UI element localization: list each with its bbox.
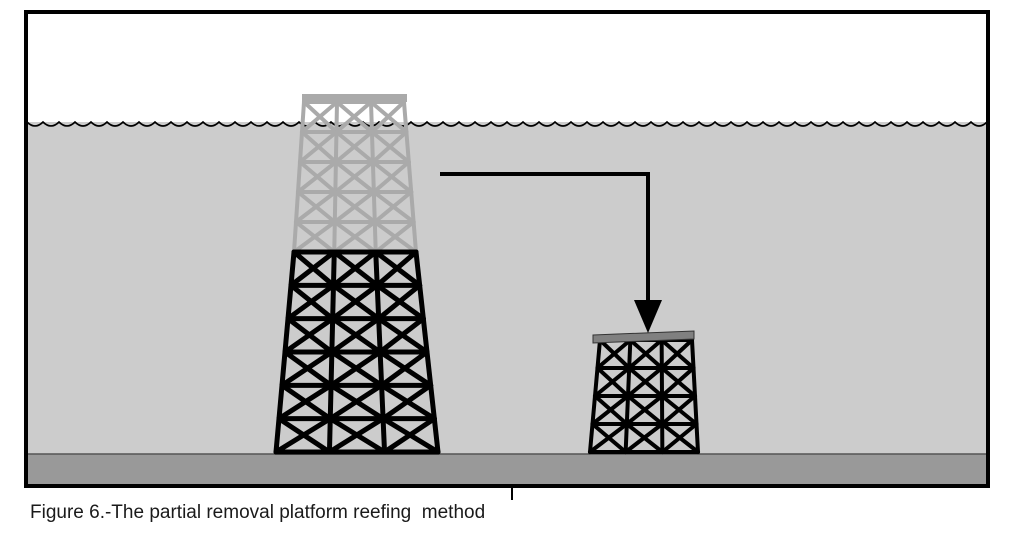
tower-leg (292, 100, 306, 254)
tower-brace-diagonal (377, 316, 426, 355)
tower-brace-diagonal (623, 422, 665, 454)
tower-brace-diagonal (624, 394, 664, 426)
tower-brace-diagonal (300, 100, 339, 134)
platform-deck (302, 94, 407, 102)
tower-leg (369, 100, 378, 254)
tower-brace-diagonal (369, 100, 406, 134)
tower-brace-diagonal (595, 338, 633, 370)
transfer-arrow-head (634, 300, 662, 333)
tower-brace-diagonal (273, 416, 333, 455)
tower-brace-diagonal (660, 366, 696, 398)
tower-brace-diagonal (374, 249, 419, 288)
tower-brace-diagonal (590, 394, 630, 426)
tower-brace-diagonal (329, 316, 382, 355)
tower-leg (402, 100, 418, 254)
tower-brace-diagonal (334, 100, 373, 134)
tower-brace-diagonal (328, 349, 383, 388)
tower-brace-diagonal (330, 249, 379, 288)
tower-brace-diagonal (292, 220, 337, 254)
tower-brace-diagonal (379, 349, 430, 388)
tower-brace-diagonal (626, 366, 664, 398)
tower-brace-diagonal (276, 382, 334, 422)
tower-brace-diagonal (326, 416, 386, 455)
tower-brace-diagonal (593, 366, 632, 398)
tower-brace-diagonal (282, 316, 336, 355)
tower-brace-diagonal (279, 349, 335, 388)
tower-brace-diagonal (370, 130, 409, 164)
tower-brace-diagonal (376, 282, 423, 322)
remaining-jacket-section (273, 249, 441, 455)
frame-border (24, 10, 990, 488)
tower-brace-diagonal (373, 220, 416, 254)
transfer-arrow-line (440, 172, 650, 302)
tower-brace-diagonal (372, 190, 414, 224)
water (27, 122, 987, 454)
sea-surface-waves (26, 120, 988, 127)
tower-brace-diagonal (659, 338, 694, 370)
figure-caption: Figure 6.-The partial removal platform r… (30, 502, 486, 523)
tower-brace-diagonal (588, 422, 629, 454)
tower-brace-diagonal (333, 130, 374, 164)
tower-brace-diagonal (332, 220, 377, 254)
tower-brace-diagonal (382, 416, 437, 455)
tower-brace-diagonal (327, 382, 385, 422)
tower-brace-diagonal (380, 382, 434, 422)
tower-brace-diagonal (294, 190, 338, 224)
tower-brace-diagonal (660, 394, 697, 426)
tower-brace-diagonal (298, 130, 339, 164)
tower-brace-diagonal (333, 160, 375, 194)
tower-brace-diagonal (371, 160, 411, 194)
sky (27, 13, 987, 125)
tower-brace-diagonal (660, 422, 699, 454)
tower-brace-diagonal (288, 249, 337, 288)
tower-brace-diagonal (296, 160, 338, 194)
reef-deck (592, 330, 695, 344)
tower-brace-diagonal (627, 338, 664, 370)
tower-leg (332, 100, 339, 254)
tower-brace-diagonal (330, 282, 380, 322)
tower-brace-diagonal (332, 190, 376, 224)
tower-brace-diagonal (285, 282, 336, 322)
seabed (26, 453, 988, 487)
